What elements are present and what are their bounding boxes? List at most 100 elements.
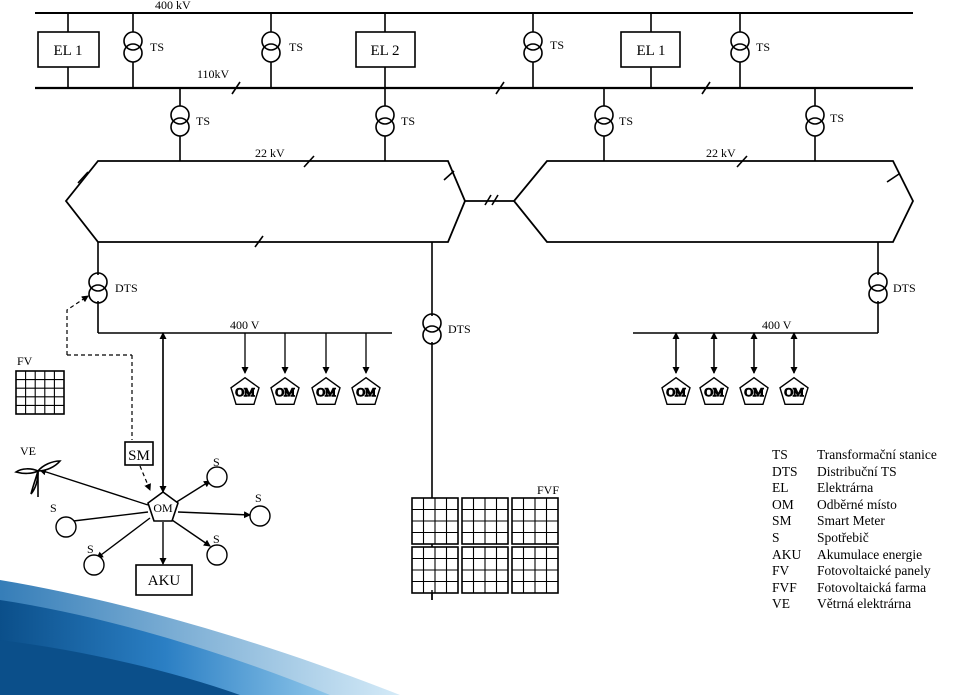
- label-110kv: 110kV: [197, 67, 230, 81]
- ts-label-upper-4: TS: [756, 40, 770, 54]
- mv-ring-right: [512, 160, 915, 243]
- om-pentagon-2-label: OM: [275, 385, 295, 399]
- storage-box: [135, 564, 193, 596]
- wind-turbine: [14, 460, 62, 497]
- appliance-label-1: S: [50, 501, 57, 515]
- el-label-1: EL 1: [53, 43, 82, 59]
- dts-label-center: DTS: [448, 322, 471, 336]
- legend-desc: Transformační stanice: [817, 447, 937, 462]
- el-label-3: EL 1: [636, 43, 665, 59]
- smart-meter-box: [124, 441, 154, 466]
- dts-transformer-center: [422, 313, 442, 345]
- appliance-3: [206, 466, 228, 488]
- legend-abbr: OM: [772, 496, 794, 512]
- pv-farm-panel-4: [411, 546, 459, 594]
- ts-label-upper-2: TS: [289, 40, 303, 54]
- appliance-1: [55, 516, 77, 538]
- dts-transformer-right: [868, 272, 888, 304]
- om-pentagon-6: OM: [699, 376, 729, 405]
- pv-farm-panel-3: [511, 497, 559, 545]
- legend-desc: Fotovoltaická farma: [817, 579, 927, 595]
- pv-panel: [15, 370, 65, 415]
- legend-abbr: TS: [772, 447, 788, 462]
- dts-label-right: DTS: [893, 281, 916, 295]
- legend-row: EL Elektrárna: [772, 480, 937, 497]
- el-label-2: EL 2: [370, 43, 399, 59]
- om-pentagon-5: OM: [661, 376, 691, 405]
- pv-farm-panel-5: [461, 546, 509, 594]
- legend-desc: Distribuční TS: [817, 463, 897, 479]
- om-pentagon-3-label: OM: [316, 385, 336, 399]
- ts-label-lower-4: TS: [830, 111, 844, 125]
- ts-label-lower-3: TS: [619, 114, 633, 128]
- legend-row: TS Transformační stanice: [772, 447, 937, 464]
- om-pentagon-5-label: OM: [666, 385, 686, 399]
- om-pentagon-7: OM: [739, 376, 769, 405]
- fvf-label: FVF: [537, 483, 559, 497]
- wind-turbine-blade: [36, 460, 62, 472]
- household-connections: [39, 332, 251, 565]
- legend-abbr: VE: [772, 596, 790, 612]
- ts-transformer-lower-1: [170, 105, 190, 137]
- central-om-pentagon: [147, 491, 179, 522]
- om-pentagon-1: OM: [230, 376, 260, 405]
- appliance-label-2: S: [87, 542, 94, 556]
- legend-abbr: EL: [772, 480, 789, 496]
- appliance-2: [83, 554, 105, 576]
- legend-desc: Odběrné místo: [817, 496, 897, 512]
- appliances: [55, 466, 271, 576]
- fv-label: FV: [17, 354, 33, 368]
- appliance-label-5: S: [213, 532, 220, 546]
- pv-farm-panel-6: [511, 546, 559, 594]
- om-pentagon-1-label: OM: [235, 385, 255, 399]
- om-pentagon-8: OM: [779, 376, 809, 405]
- legend-desc: Akumulace energie: [817, 546, 923, 562]
- label-400v-left: 400 V: [230, 318, 260, 332]
- wind-turbine-blade: [30, 470, 39, 495]
- appliance-label-4: S: [255, 491, 262, 505]
- legend-desc: Elektrárna: [817, 480, 874, 496]
- ts-transformer-lower-4: [805, 105, 825, 137]
- appliance-label-3: S: [213, 455, 220, 469]
- legend-row: DTS Distribuční TS: [772, 464, 937, 481]
- central-om-label: OM: [153, 501, 173, 515]
- om-pentagon-3: OM: [311, 376, 341, 405]
- legend-abbr: AKU: [772, 546, 802, 562]
- om-pentagon-4: OM: [351, 376, 381, 405]
- ts-transformer-upper-3: [523, 31, 543, 63]
- line-layer: [35, 12, 913, 90]
- label-22kv-right: 22 kV: [706, 146, 736, 160]
- pv-farm-panel-2: [461, 497, 509, 545]
- ts-label-lower-1: TS: [196, 114, 210, 128]
- ts-label-upper-3: TS: [550, 38, 564, 52]
- ts-label-lower-2: TS: [401, 114, 415, 128]
- ts-transformer-lower-3: [594, 105, 614, 137]
- breakers-110kv: [231, 81, 711, 95]
- appliance-4: [249, 505, 271, 527]
- om-pentagon-2: OM: [270, 376, 300, 405]
- breakers-22kv: [77, 155, 900, 248]
- ts-transformer-lower-2: [375, 105, 395, 137]
- mv-ring-left: [64, 160, 466, 243]
- legend-row: AKU Akumulace energie: [772, 547, 937, 564]
- appliance-5: [206, 544, 228, 566]
- legend-abbr: DTS: [772, 463, 798, 479]
- storage-label: AKU: [148, 573, 181, 589]
- legend-abbr: SM: [772, 513, 792, 529]
- label-400v-right: 400 V: [762, 318, 792, 332]
- dts-label-left: DTS: [115, 281, 138, 295]
- om-pentagon-8-label: OM: [784, 385, 804, 399]
- pv-farm-panel-1: [411, 497, 459, 545]
- wind-label: VE: [20, 444, 36, 458]
- dts-transformer-left: [88, 272, 108, 304]
- dashed-communication: [66, 295, 151, 491]
- ts-transformer-upper-1: [123, 31, 143, 63]
- smart-meter-label: SM: [128, 448, 150, 464]
